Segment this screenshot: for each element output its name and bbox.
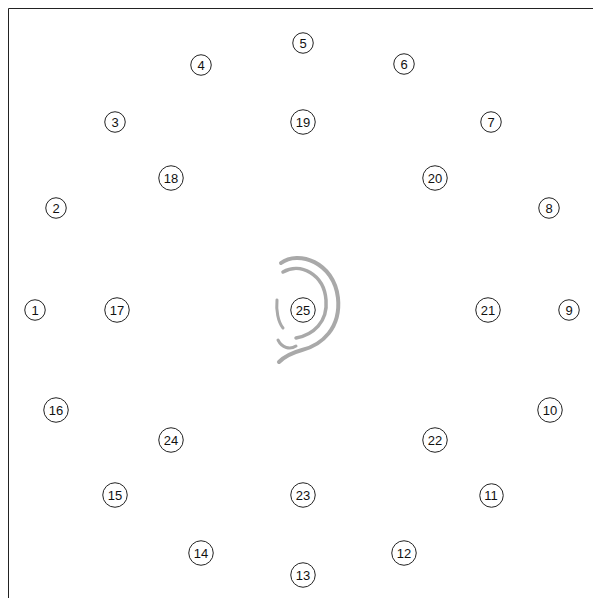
callout-number: 25 [296,304,310,317]
callout-circle: 1 [24,299,46,321]
callout-number: 6 [400,58,407,71]
callout-circle: 16 [43,397,69,423]
frame-top [9,8,593,9]
circle-shape [394,54,415,75]
callout-circle: 6 [393,53,415,75]
callout-number: 10 [543,404,557,417]
callout-number: 18 [164,172,178,185]
callout-number: 13 [296,569,310,582]
callout-number: 22 [428,434,442,447]
callout-number: 12 [397,547,411,560]
circle-shape [191,55,212,76]
callout-number: 2 [52,202,59,215]
frame-left [8,9,9,598]
circle-shape [423,428,448,453]
callout-number: 15 [108,489,122,502]
callout-number: 21 [481,304,495,317]
callout-number: 11 [484,489,498,502]
callout-circle: 20 [422,165,448,191]
circle-shape [539,198,560,219]
callout-circle: 9 [558,299,580,321]
callout-circle: 21 [475,297,501,323]
circle-shape [291,563,316,588]
circle-shape [105,298,130,323]
circle-shape [189,541,214,566]
circle-shape [103,483,128,508]
callout-number: 20 [428,172,442,185]
callout-number: 1 [31,304,38,317]
callout-circle: 8 [538,197,560,219]
circle-shape [159,428,184,453]
circle-shape [481,112,502,133]
callout-circle: 22 [422,427,448,453]
callout-number: 19 [296,116,310,129]
callout-number: 5 [299,37,306,50]
circle-shape [291,298,316,323]
callout-circle: 5 [292,32,314,54]
circle-shape [25,300,46,321]
circle-shape [476,298,501,323]
callout-circle: 25 [290,297,316,323]
callout-circle: 19 [290,109,316,135]
callout-number: 9 [565,304,572,317]
circle-shape [392,541,417,566]
callout-circle: 3 [104,111,126,133]
callout-circle: 15 [102,482,128,508]
callout-circle: 17 [104,297,130,323]
circle-shape [46,198,67,219]
callout-circle: 14 [188,540,214,566]
circle-shape [291,110,316,135]
circle-shape [538,398,563,423]
circle-shape [105,112,126,133]
callout-circle: 2 [45,197,67,219]
ear-drawing [277,258,339,362]
callout-circle: 10 [537,397,563,423]
callout-number: 16 [49,404,63,417]
callout-circle: 12 [391,540,417,566]
callout-number: 7 [487,116,494,129]
callout-number: 8 [545,202,552,215]
callout-number: 14 [194,547,208,560]
callout-circle: 24 [158,427,184,453]
callout-circle: 7 [480,111,502,133]
callout-number: 3 [111,116,118,129]
callout-number: 4 [197,59,204,72]
callout-number: 23 [296,489,310,502]
circle-shape [44,398,69,423]
callout-circle: 11 [479,483,504,508]
callout-circle: 4 [190,54,212,76]
callout-circle: 23 [290,482,316,508]
callout-circle: 13 [290,562,316,588]
circle-shape [559,300,580,321]
circle-shape [293,33,314,54]
circle-shape [291,483,316,508]
circle-shape [159,166,184,191]
circle-shape [423,166,448,191]
circle-shape [479,483,503,507]
callout-number: 24 [164,434,178,447]
callout-number: 17 [110,304,124,317]
callout-circle: 18 [158,165,184,191]
